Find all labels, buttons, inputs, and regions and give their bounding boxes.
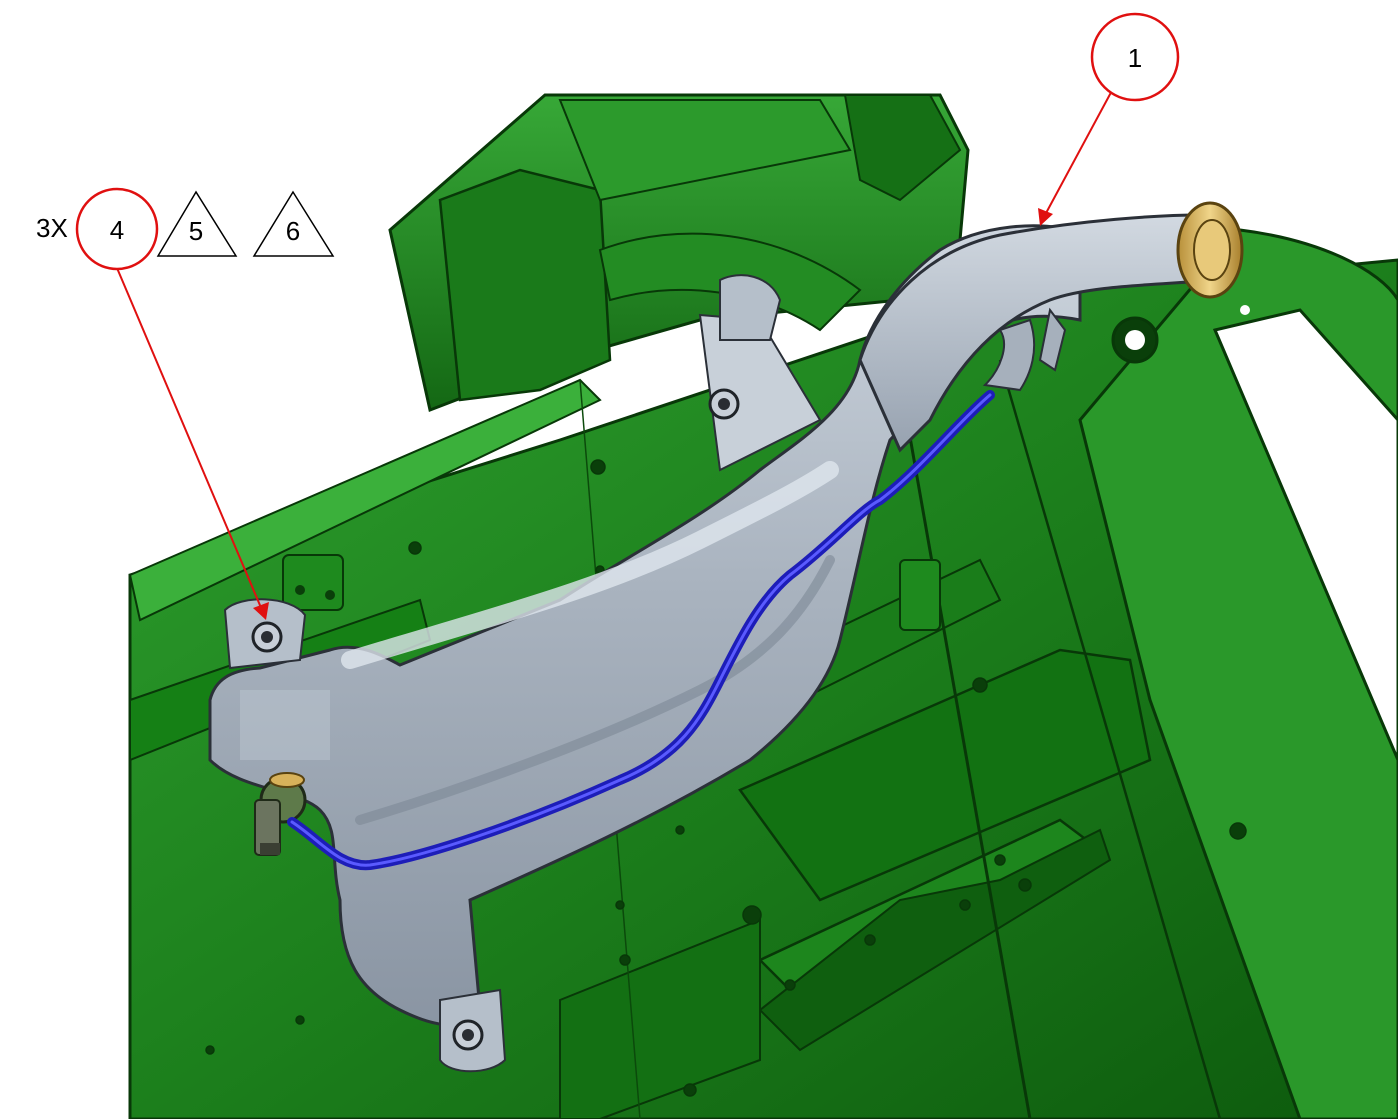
- note-6-number: 6: [286, 216, 300, 246]
- note-5-number: 5: [189, 216, 203, 246]
- triangle-note-5: [156, 190, 238, 257]
- mounting-bolt-top: [708, 388, 740, 420]
- note-flag-6: 6: [252, 190, 335, 257]
- callout-item-1: 1: [1038, 12, 1180, 226]
- leader-line-item-1: [1044, 84, 1116, 216]
- balloon-item-1: [1090, 12, 1180, 102]
- balloon-item-1-number: 1: [1128, 43, 1142, 73]
- leader-arrow-item-4: [253, 602, 269, 620]
- leader-line-item-4: [116, 267, 263, 611]
- leader-arrow-item-1: [1038, 208, 1053, 226]
- balloon-item-4-number: 4: [110, 215, 124, 245]
- vent-hose-highlight: [290, 393, 992, 867]
- filler-neck: [858, 213, 1217, 453]
- callout-item-4: 4: [75, 187, 269, 620]
- triangle-note-6: [252, 190, 335, 257]
- filler-cap: [1176, 201, 1244, 299]
- mounting-bolt-bottom: [452, 1019, 484, 1051]
- drain-fitting: [254, 772, 307, 856]
- note-flag-5: 5: [156, 190, 238, 257]
- mounting-bolt-left: [251, 621, 283, 653]
- balloon-item-4: [75, 187, 159, 271]
- quantity-label: 3X: [36, 213, 68, 243]
